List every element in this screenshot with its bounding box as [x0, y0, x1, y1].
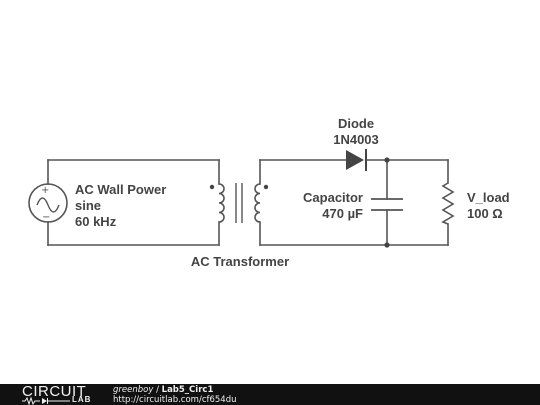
primary-polarity-dot [209, 184, 215, 190]
secondary-polarity-dot [263, 184, 269, 190]
transformer-icon[interactable] [209, 183, 269, 223]
circuit-url-link[interactable]: http://circuitlab.com/cf654du [113, 395, 237, 405]
logo-wordmark-top: CIRCUIT [22, 383, 87, 400]
diode-part-label: 1N4003 [333, 132, 379, 147]
meta-separator: / [153, 385, 162, 395]
capacitor-value-label: 470 µF [322, 206, 363, 221]
logo-wordmark-bottom: LAB [72, 395, 92, 404]
capacitor-name-label: Capacitor [303, 190, 363, 205]
capacitor-icon[interactable] [371, 198, 403, 211]
resistor-icon[interactable] [441, 182, 455, 225]
circuit-meta: greenboy / Lab5_Circ1 http://circuitlab.… [113, 385, 237, 405]
primary-loop-wires [47, 159, 220, 246]
footer-bar: CIRCUIT LAB greenboy / Lab5_Circ1 http:/… [0, 383, 540, 405]
source-frequency-label: 60 kHz [75, 214, 117, 229]
source-name-label: AC Wall Power [75, 182, 166, 197]
diode-icon[interactable] [346, 149, 367, 171]
circuit-schematic: + − AC Wall Power sine 60 kHz AC Transfo… [28, 116, 510, 269]
diode-title-label: Diode [338, 116, 374, 131]
secondary-loop-wires [259, 159, 449, 246]
load-name-label: V_load [467, 190, 510, 205]
transformer-label: AC Transformer [191, 254, 289, 269]
author-link[interactable]: greenboy [113, 385, 154, 395]
svg-text:−: − [42, 212, 50, 223]
circuitlab-logo[interactable]: CIRCUIT LAB [22, 383, 102, 405]
source-waveform-label: sine [75, 198, 101, 213]
load-value-label: 100 Ω [467, 206, 503, 221]
ac-source-icon[interactable]: + − [28, 183, 68, 223]
circuit-name-link[interactable]: Lab5_Circ1 [161, 385, 214, 395]
junction-dot-top [384, 157, 390, 163]
logo-circuit-glyph-icon [22, 396, 70, 405]
svg-text:+: + [41, 185, 49, 196]
junction-dot-bottom [384, 242, 390, 248]
